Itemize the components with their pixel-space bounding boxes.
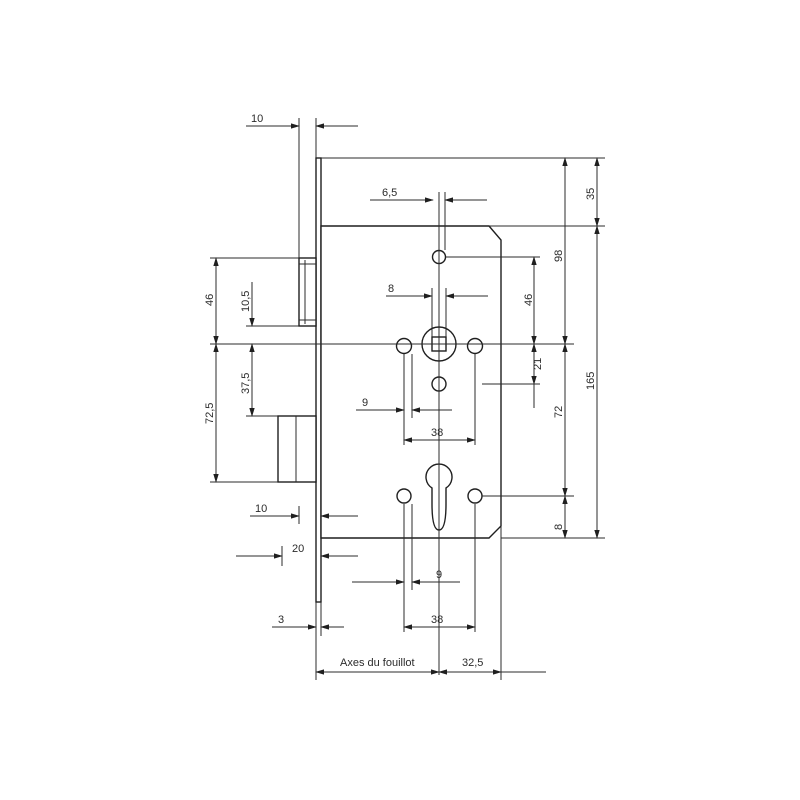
dim-10-lower: 10 — [255, 503, 267, 515]
dim-38-upper: 38 — [431, 427, 443, 439]
handle-fixing-hole-left — [395, 337, 413, 355]
dead-bolt — [277, 415, 317, 483]
dim-72-5: 72,5 — [204, 403, 216, 424]
forend-plate — [315, 157, 322, 603]
dim-32-5: 32,5 — [462, 657, 483, 669]
dim-35: 35 — [585, 188, 597, 200]
dim-10-5: 10,5 — [240, 291, 252, 312]
cylinder-fixing-hole-left — [396, 488, 412, 504]
dim-165: 165 — [585, 372, 597, 390]
dim-98: 98 — [553, 250, 565, 262]
dim-8-right: 8 — [553, 524, 565, 530]
dim-20: 20 — [292, 543, 304, 555]
latch-bolt — [298, 257, 317, 327]
dim-46-right: 46 — [523, 294, 535, 306]
lock-case-body — [320, 225, 502, 539]
axes-du-fouillot-caption: Axes du fouillot — [340, 657, 415, 669]
euro-cylinder-cutout — [425, 463, 453, 531]
dim-8-spindle: 8 — [388, 283, 394, 295]
dim-72-right: 72 — [553, 406, 565, 418]
dim-9-upper: 9 — [362, 397, 368, 409]
dim-21: 21 — [532, 358, 544, 370]
dim-46-left: 46 — [204, 294, 216, 306]
handle-fixing-hole-right — [466, 337, 484, 355]
dim-9-lower: 9 — [436, 569, 442, 581]
dim-top-10: 10 — [251, 113, 263, 125]
dim-6-5: 6,5 — [382, 187, 397, 199]
dim-38-lower: 38 — [431, 614, 443, 626]
dim-3: 3 — [278, 614, 284, 626]
dim-37-5: 37,5 — [240, 373, 252, 394]
